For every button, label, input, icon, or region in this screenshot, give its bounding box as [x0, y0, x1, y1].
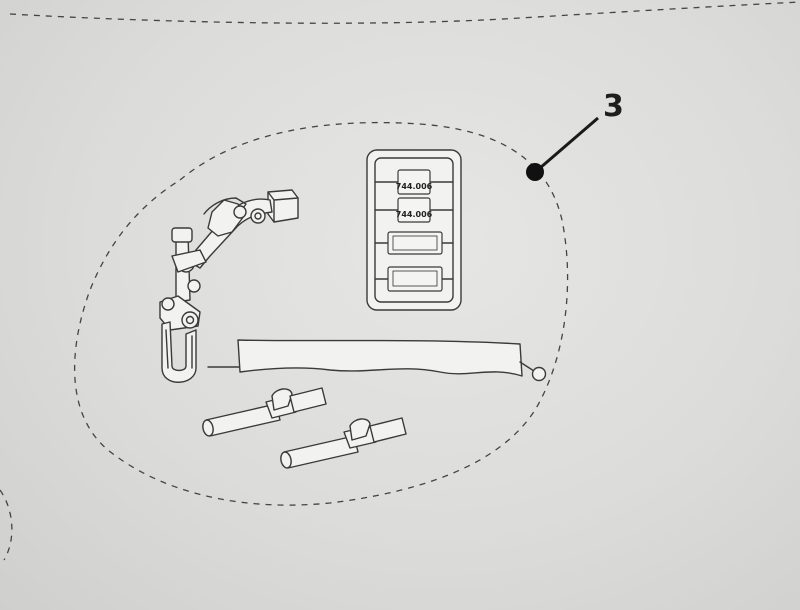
- callout-leader-line: [539, 116, 599, 170]
- long-rod-part: [207, 339, 547, 382]
- air-hose-part-2: [280, 417, 407, 469]
- plate-2-main-text: 744.006: [396, 210, 433, 219]
- license-plate-1: 744.006: [374, 169, 454, 195]
- coupling-linkage-part: [159, 189, 299, 383]
- callout-dot: [526, 163, 544, 181]
- license-plate-3: [374, 231, 454, 255]
- step-number: 3: [603, 89, 624, 124]
- plate-1-main-text: 744.006: [396, 182, 433, 191]
- license-plate-2: 744.006: [374, 197, 454, 223]
- parts-group-dashed-bubble: [73, 121, 569, 506]
- license-plate-sprue: 744.006 744.006: [366, 149, 462, 311]
- air-hose-part-1: [202, 387, 327, 437]
- upper-dashed-boundary: [9, 1, 800, 24]
- lower-left-dashed-boundary: [0, 489, 13, 561]
- license-plate-4: [374, 266, 454, 292]
